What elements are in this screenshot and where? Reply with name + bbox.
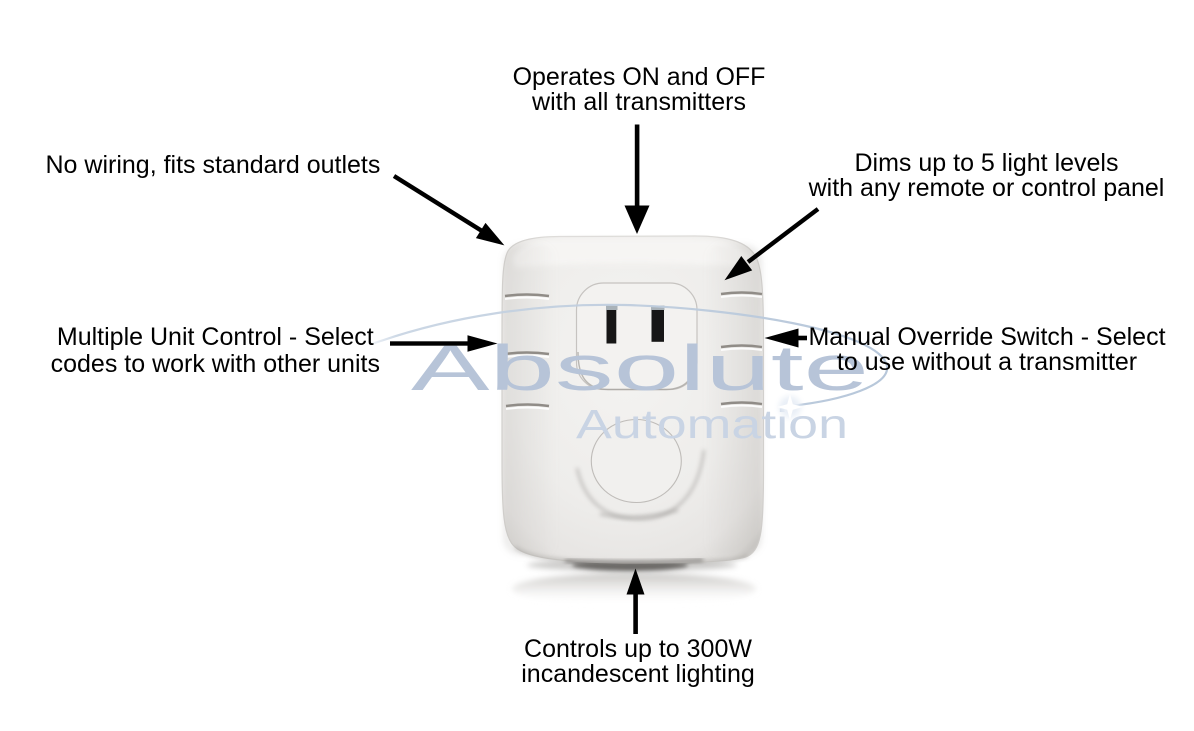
svg-text:Automation: Automation [576, 402, 848, 447]
